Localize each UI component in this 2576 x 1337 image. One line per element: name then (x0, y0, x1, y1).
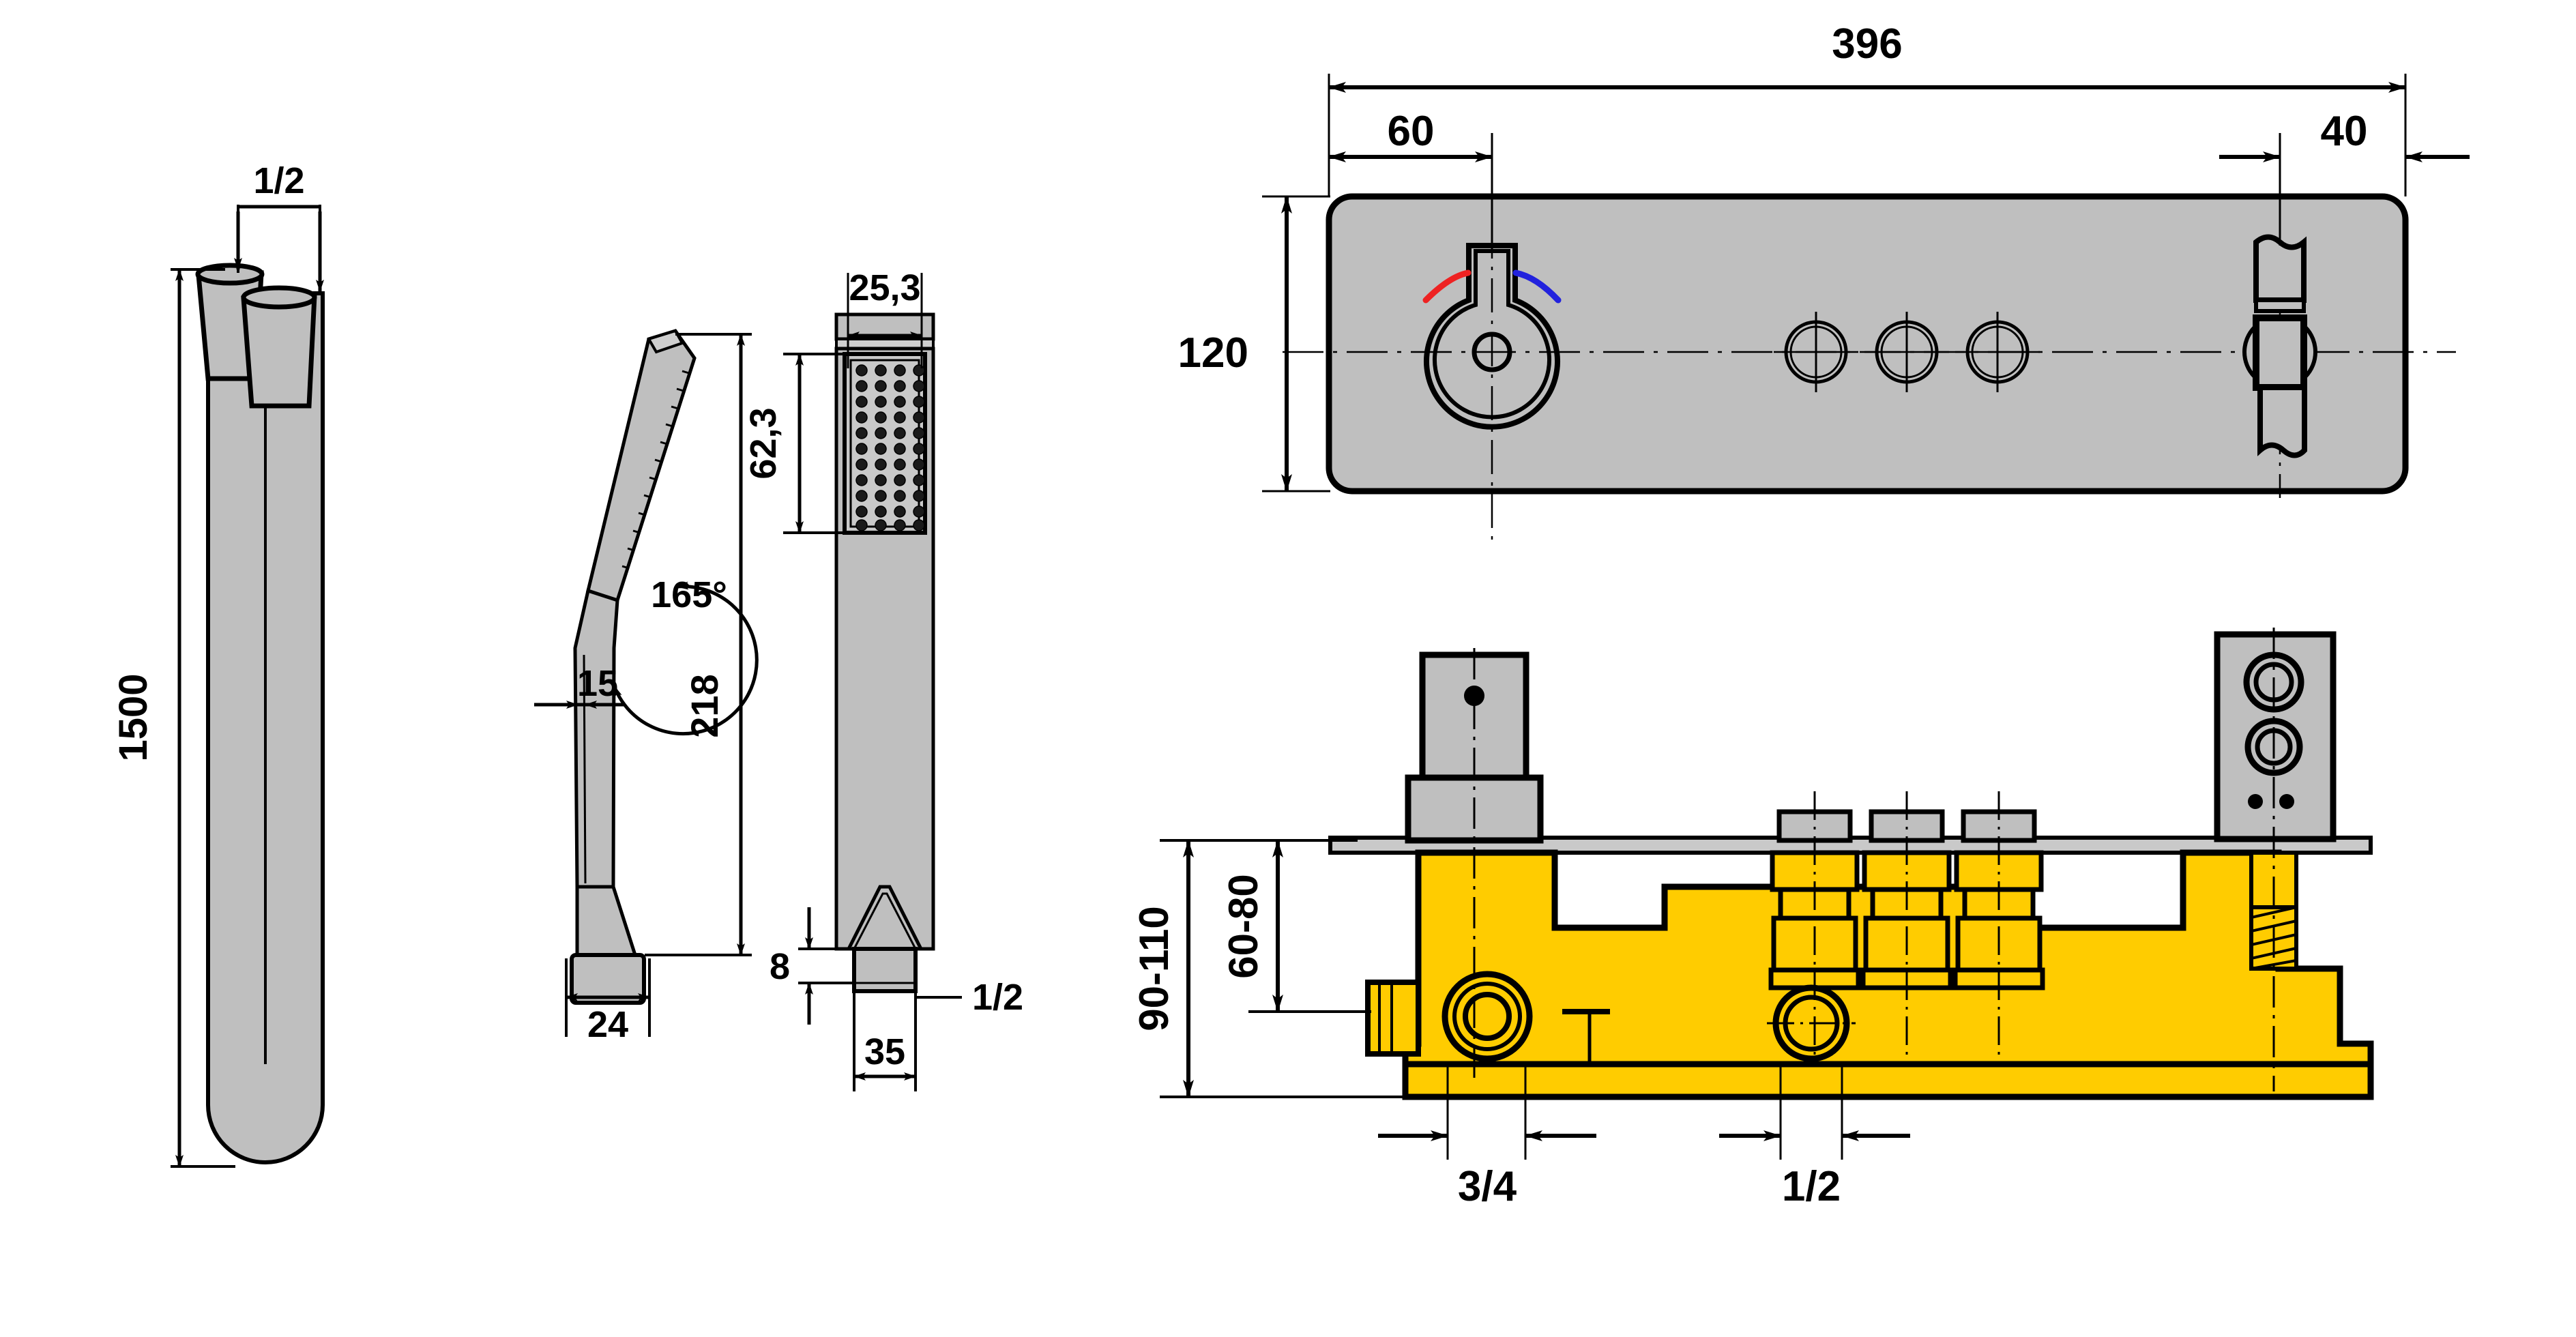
dimension-handset-height: 218 (645, 333, 752, 956)
handset-spray-serrations (621, 370, 690, 570)
dimension-label-handset-connection: 1/2 (972, 977, 1023, 1018)
handle-spindle-hole (1472, 332, 1512, 372)
dimension-label-hose-thread: 1/2 (253, 160, 304, 201)
dimension-label-plate-height: 120 (1178, 329, 1248, 377)
dimension-label-handset-depth: 15 (577, 663, 618, 704)
dimension-plate-width: 396 (1328, 20, 2407, 196)
central-outlet-port (1767, 984, 1856, 1062)
dimension-label-handset-height: 218 (683, 674, 726, 737)
dimension-label-inlet-connection: 3/4 (1458, 1163, 1517, 1210)
outlet-socket-body (2253, 314, 2307, 391)
handset-spray-cap (647, 329, 684, 354)
handset-front-connector (852, 947, 918, 993)
diverter-valve-stack-3 (1952, 791, 2045, 1064)
control-hose-outlet[interactable] (2242, 205, 2317, 498)
outlet-fixing-hole-right (2279, 794, 2294, 809)
dimension-handset-depth: 15 (534, 663, 624, 709)
view-valve-body-section: 90-110 60-80 3/4 1/2 (1131, 628, 2374, 1210)
dimension-spray-face-height: 62,3 (743, 353, 849, 534)
thermostat-valve-seat (1441, 971, 1533, 1062)
hot-red-arc-icon (1422, 269, 1472, 304)
hose-collar-front-rim (241, 285, 317, 310)
dimension-handset-connection: 1/2 (916, 977, 1023, 1018)
hose-collar-rear-rim (195, 263, 265, 286)
view-trim-faceplate: 396 60 40 120 (1178, 20, 2470, 546)
dimension-label-handset-angle: 165° (651, 574, 727, 615)
handle-inner-keyhole (1433, 249, 1551, 420)
view-handset-front: 25,3 62,3 8 35 1/2 (743, 267, 1023, 1091)
control-diverter-button-2[interactable] (1864, 312, 1949, 392)
dimension-label-rough-in-depth: 60-80 (1220, 874, 1266, 978)
dimension-hose-thread: 1/2 (234, 160, 324, 295)
dimension-hose-length: 1500 (111, 268, 235, 1168)
dimension-handset-width: 35 (853, 949, 917, 1091)
dimension-label-handle-offset-left: 60 (1388, 108, 1435, 155)
dimension-inlet-connection: 3/4 (1378, 1064, 1596, 1210)
dimension-handset-angle: 165° (612, 574, 759, 736)
handset-internal-channel-inner (853, 892, 917, 950)
diverter-valve-stack-2 (1860, 791, 1953, 1064)
thermostat-cartridge (1405, 648, 1544, 1078)
outlet-upper-break (2253, 234, 2307, 303)
cartridge-pin-hole (1464, 686, 1484, 706)
spray-nozzle-grid (855, 364, 925, 531)
dimension-label-spray-face-height: 62,3 (743, 407, 784, 479)
hose-collar-front (241, 293, 317, 409)
dimension-label-handset-grip-width: 24 (587, 1004, 628, 1045)
view-handset-side: 165° 218 15 24 (534, 329, 759, 1045)
handset-connector-nut (570, 953, 646, 1005)
handset-handle-seam (583, 654, 587, 884)
faceplate-body (1326, 193, 2409, 495)
dimension-label-plate-width: 396 (1832, 20, 1902, 68)
dimension-handle-offset-left: 60 (1328, 108, 1493, 249)
dimension-outlet-connection: 1/2 (1719, 1064, 1910, 1210)
dimension-label-handset-base-gap: 8 (770, 946, 790, 987)
dimension-total-depth: 90-110 (1131, 839, 1405, 1098)
handle-outer-keyhole (1424, 243, 1560, 430)
dimension-label-outlet-offset-right: 40 (2321, 108, 2368, 155)
handset-handle-body (573, 588, 619, 889)
dimension-plate-height: 120 (1178, 195, 1330, 493)
outlet-band-upper (2254, 298, 2306, 313)
dimension-spray-face-width: 25,3 (847, 267, 923, 368)
valve-body-base-plate (1402, 1061, 2374, 1100)
dimension-label-total-depth: 90-110 (1131, 906, 1177, 1031)
dimension-label-outlet-connection: 1/2 (1782, 1163, 1841, 1210)
control-diverter-button-1[interactable] (1774, 312, 1858, 392)
dimension-handset-grip-width: 24 (565, 958, 651, 1045)
outlet-escutcheon-block (2214, 631, 2337, 842)
dimension-outlet-offset-right: 40 (2219, 108, 2470, 246)
control-thermostat-handle[interactable] (1422, 171, 1562, 546)
dimension-label-spray-face-width: 25,3 (849, 267, 920, 308)
dimension-handset-base-gap: 8 (770, 907, 854, 1025)
diverter-valve-stack-1 (1768, 791, 1861, 1064)
dimension-label-handset-width: 35 (864, 1031, 905, 1072)
outlet-ring-lower-outer (2244, 718, 2303, 776)
right-outlet-assembly (2214, 628, 2337, 1091)
outlet-lower-break (2257, 385, 2307, 458)
outlet-fixing-hole-left (2248, 794, 2263, 809)
control-diverter-button-3[interactable] (1955, 312, 2040, 392)
dimension-label-hose-length: 1500 (111, 673, 156, 761)
cold-blue-arc-icon (1512, 269, 1562, 304)
dimension-rough-in-depth: 60-80 (1220, 839, 1371, 1013)
view-shower-hose: 1/2 1500 (111, 160, 325, 1168)
handset-internal-channel (847, 885, 923, 950)
